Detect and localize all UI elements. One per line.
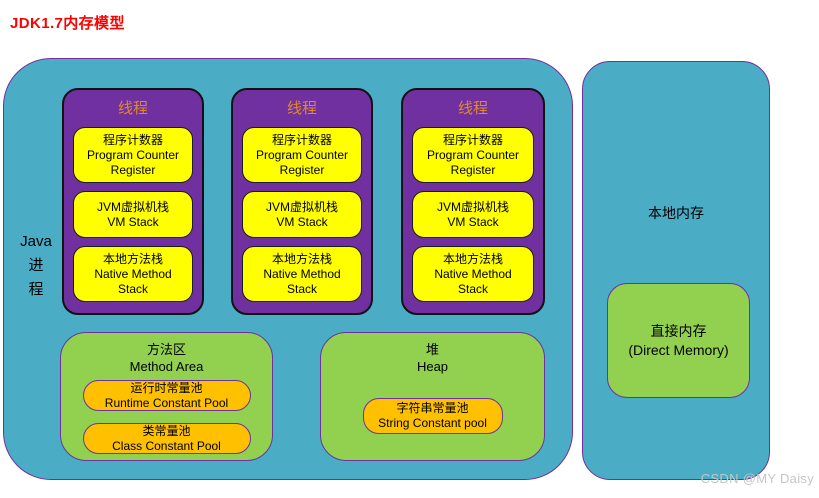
java-process-label-line: 程 [28, 281, 44, 298]
method-area-title-en: Method Area [129, 359, 204, 374]
method-area-title-zh: 方法区 [146, 342, 186, 357]
block-line: JVM虚拟机栈 [436, 199, 509, 214]
vm-stack-block: JVM虚拟机栈 VM Stack [412, 191, 534, 238]
thread-box-3: 线程 程序计数器 Program Counter Register JVM虚拟机… [401, 88, 545, 315]
block-line: 本地方法栈 [102, 251, 163, 266]
block-line: JVM虚拟机栈 [265, 199, 338, 214]
watermark: CSDN @MY Daisy [700, 471, 814, 486]
block-line: 本地方法栈 [442, 251, 503, 266]
native-method-stack-block: 本地方法栈 Native Method Stack [412, 246, 534, 302]
thread-box-2: 线程 程序计数器 Program Counter Register JVM虚拟机… [231, 88, 373, 315]
pool-line: Class Constant Pool [112, 438, 221, 453]
direct-memory-line: 直接内存 [650, 322, 707, 339]
pool-line: 类常量池 [142, 423, 191, 438]
block-line: Program Counter [255, 147, 349, 162]
native-memory-container [582, 61, 770, 480]
block-line: VM Stack [447, 214, 499, 229]
native-method-stack-block: 本地方法栈 Native Method Stack [242, 246, 362, 302]
block-line: Stack [457, 281, 488, 296]
block-line: 程序计数器 [442, 132, 503, 147]
thread-title: 线程 [457, 100, 488, 117]
direct-memory-line: (Direct Memory) [628, 341, 729, 358]
block-line: VM Stack [107, 214, 159, 229]
direct-memory-box: 直接内存 (Direct Memory) [607, 283, 750, 398]
thread-box-1: 线程 程序计数器 Program Counter Register JVM虚拟机… [62, 88, 204, 315]
block-line: 本地方法栈 [271, 251, 332, 266]
pool-line: Runtime Constant Pool [104, 395, 229, 410]
heap-title-en: Heap [416, 359, 449, 374]
block-line: VM Stack [276, 214, 328, 229]
block-line: JVM虚拟机栈 [96, 199, 169, 214]
thread-title: 线程 [286, 100, 317, 117]
block-line: Program Counter [426, 147, 520, 162]
vm-stack-block: JVM虚拟机栈 VM Stack [73, 191, 193, 238]
block-line: 程序计数器 [271, 132, 332, 147]
block-line: 程序计数器 [102, 132, 163, 147]
heap-box: 堆 Heap 字符串常量池 String Constant pool [320, 332, 545, 461]
block-line: Native Method [94, 266, 172, 281]
class-constant-pool: 类常量池 Class Constant Pool [82, 423, 251, 454]
thread-title: 线程 [117, 100, 148, 117]
java-process-label: Java 进 程 [8, 230, 64, 302]
block-line: Register [450, 162, 496, 177]
java-process-label-line: Java [20, 233, 52, 250]
block-line: Stack [286, 281, 317, 296]
block-line: Program Counter [86, 147, 180, 162]
heap-title-zh: 堆 [425, 342, 439, 357]
program-counter-block: 程序计数器 Program Counter Register [73, 127, 193, 183]
method-area-box: 方法区 Method Area 运行时常量池 Runtime Constant … [60, 332, 273, 461]
runtime-constant-pool: 运行时常量池 Runtime Constant Pool [82, 380, 251, 411]
block-line: Native Method [263, 266, 341, 281]
java-process-label-line: 进 [28, 257, 44, 274]
block-line: Stack [117, 281, 148, 296]
block-line: Register [279, 162, 325, 177]
pool-line: String Constant pool [378, 416, 487, 430]
native-memory-label: 本地内存 [648, 205, 704, 221]
program-counter-block: 程序计数器 Program Counter Register [242, 127, 362, 183]
program-counter-block: 程序计数器 Program Counter Register [412, 127, 534, 183]
block-line: Native Method [434, 266, 512, 281]
page-title: JDK1.7内存模型 [10, 15, 125, 32]
block-line: Register [110, 162, 156, 177]
pool-line: 运行时常量池 [130, 380, 203, 395]
native-method-stack-block: 本地方法栈 Native Method Stack [73, 246, 193, 302]
vm-stack-block: JVM虚拟机栈 VM Stack [242, 191, 362, 238]
string-constant-pool: 字符串常量池 String Constant pool [362, 398, 503, 434]
pool-line: 字符串常量池 [396, 401, 469, 415]
